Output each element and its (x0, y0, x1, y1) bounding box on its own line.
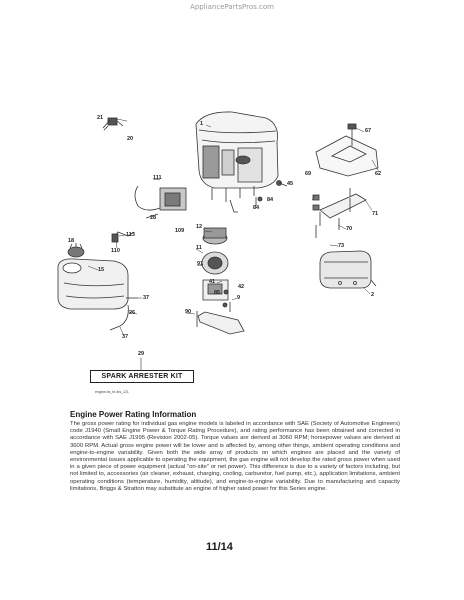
callout-70: 70 (346, 226, 353, 232)
callout-45: 45 (287, 181, 294, 187)
page-number: 11/14 (206, 541, 233, 553)
callout-91: 91 (197, 261, 204, 267)
callout-2: 2 (371, 292, 375, 298)
part-heat-shield (315, 123, 379, 177)
part-ignition-key (102, 117, 124, 131)
callout-18: 18 (68, 238, 75, 244)
callout-90: 90 (185, 309, 192, 315)
figure-id: engine-bs_br-lbs_121 (95, 390, 129, 394)
part-muffler-bracket (312, 188, 367, 238)
part-flywheel (201, 227, 229, 301)
part-fuel-cap (67, 243, 85, 258)
callout-62: 62 (375, 171, 382, 177)
part-muffler (319, 250, 377, 289)
callout-111: 111 (153, 175, 162, 181)
callout-113: 113 (126, 232, 135, 238)
part-fuel-tank (57, 258, 129, 310)
site-watermark: AppliancePartsPros.com (190, 3, 274, 11)
callout-20: 20 (127, 136, 134, 142)
spark-arrester-kit-box: SPARK ARRESTER KIT (90, 370, 194, 383)
callout-11: 11 (196, 245, 202, 251)
callout-110: 110 (111, 248, 120, 254)
callout-37-a: 37 (143, 295, 150, 301)
callout-21: 21 (97, 115, 104, 121)
kit-callout: 29 (138, 351, 145, 357)
callout-42: 42 (238, 284, 245, 290)
part-engine (195, 111, 279, 213)
part-fuel-line-clamp (134, 185, 187, 219)
callout-26: 26 (129, 310, 136, 316)
callout-1: 1 (200, 121, 204, 127)
callout-12: 12 (196, 224, 203, 230)
section-heading: Engine Power Rating Information (70, 410, 197, 419)
parts-diagram (57, 111, 380, 337)
callout-84-b: 84 (253, 205, 260, 211)
callout-67: 67 (365, 128, 372, 134)
callout-73: 73 (338, 243, 345, 249)
callout-41: 41 (209, 279, 216, 285)
callout-15: 15 (98, 267, 105, 273)
callout-28: 28 (150, 215, 157, 221)
callout-69: 69 (305, 171, 312, 177)
callout-9: 9 (237, 295, 241, 301)
callout-109: 109 (175, 228, 185, 234)
callout-84-a: 84 (267, 197, 274, 203)
body-paragraph: The gross power rating for individual ga… (70, 421, 400, 492)
callout-85: 85 (214, 290, 221, 296)
part-brace (196, 311, 245, 335)
callout-71: 71 (372, 211, 379, 217)
callout-37-b: 37 (122, 334, 129, 340)
